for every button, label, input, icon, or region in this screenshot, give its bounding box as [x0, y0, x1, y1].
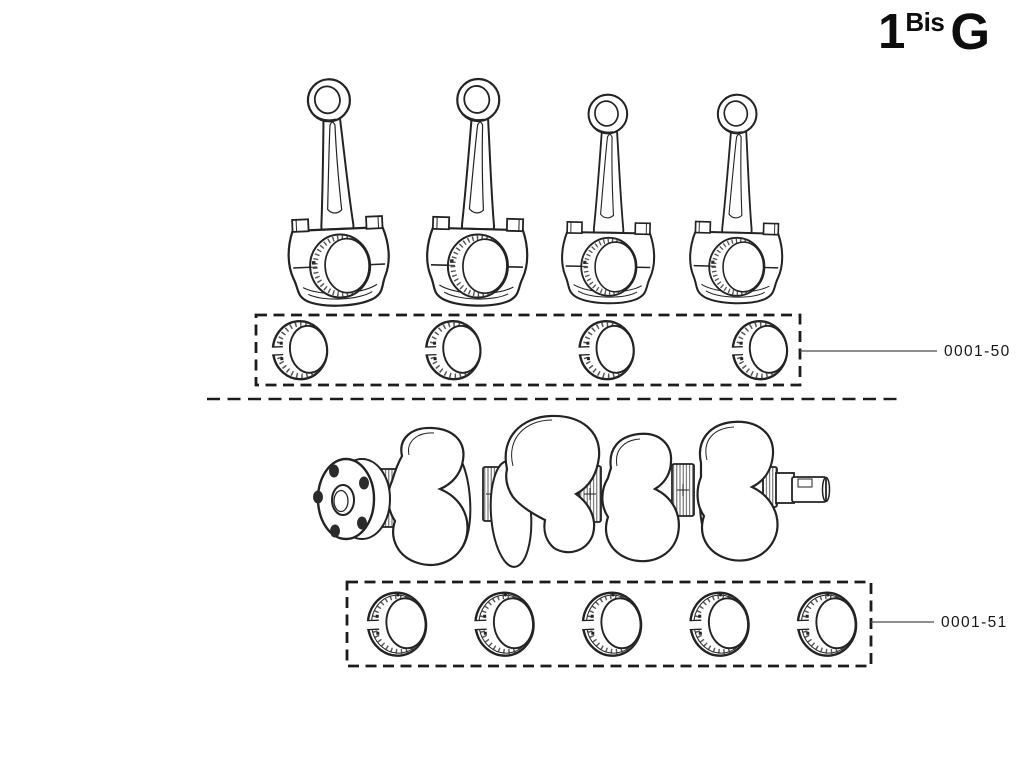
rod-bearings-row: [267, 319, 790, 383]
rod-bearing-shell-1: [267, 319, 330, 383]
connecting-rods-row: [281, 77, 786, 308]
connecting-rod-1: [281, 77, 391, 308]
connecting-rod-4: [689, 94, 786, 305]
main-bearing-shell-5: [792, 590, 859, 659]
crankshaft-drawing: [313, 414, 831, 568]
crankshaft-nose: [775, 472, 831, 504]
main-bearing-shell-3: [577, 590, 644, 659]
plate-code-number: 1: [878, 5, 905, 59]
connecting-rod-3: [561, 94, 657, 304]
plate-code-suffix: Bis: [905, 7, 945, 37]
plate-code-letter: G: [950, 3, 990, 60]
crankshaft-flange: [313, 457, 391, 541]
part-number-0001-50: 0001-50: [944, 343, 1011, 360]
main-bearing-shell-2: [469, 590, 536, 659]
rod-bearing-shell-2: [420, 319, 483, 383]
main-bearings-dashed-box: [345, 580, 873, 668]
main-bearings-row: [362, 590, 859, 659]
rod-bearing-shell-3: [574, 319, 637, 383]
main-bearing-shell-1: [362, 590, 429, 659]
rod-bearings-dashed-box: [254, 313, 802, 387]
main-bearing-shell-4: [684, 590, 751, 659]
crankshaft-counterweights: [387, 414, 779, 567]
part-number-0001-51: 0001-51: [941, 614, 1008, 631]
rod-bearing-shell-4: [727, 319, 790, 383]
plate-code: 1 Bis G: [878, 3, 990, 60]
connecting-rod-2: [426, 78, 532, 307]
